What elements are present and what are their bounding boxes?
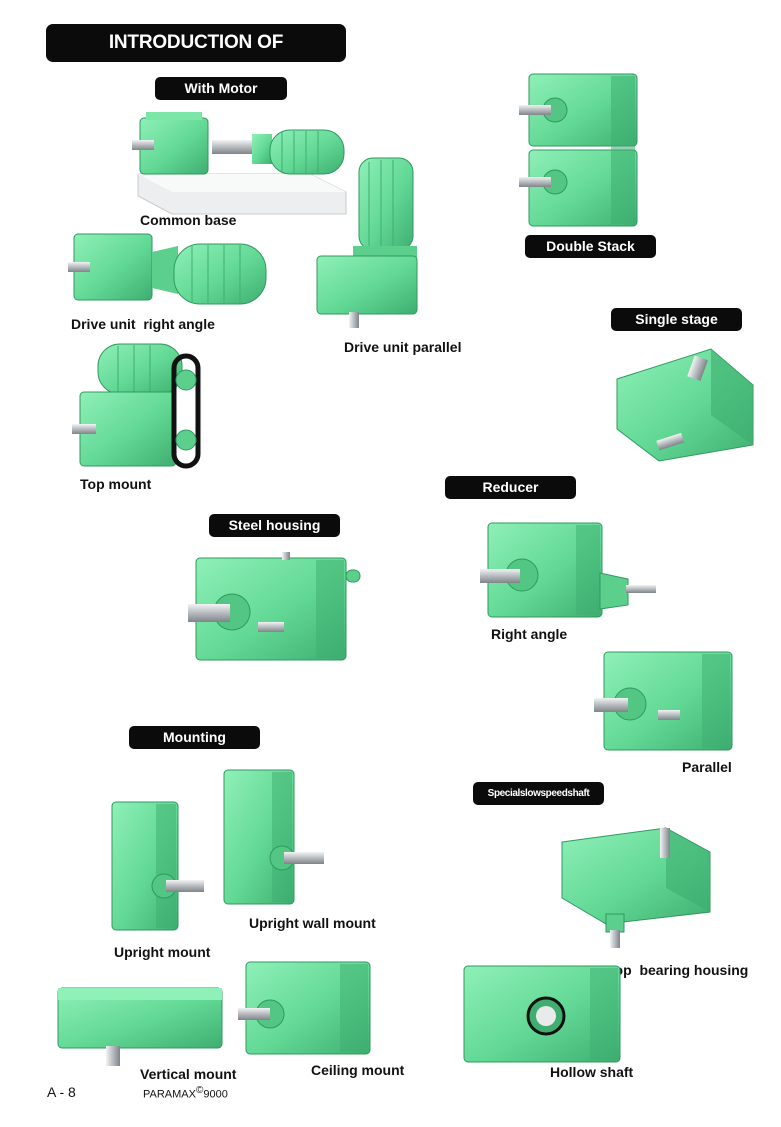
section-label-with-motor: With Motor bbox=[155, 77, 287, 100]
parallel-reducer-illustration bbox=[594, 651, 733, 751]
page-title: INTRODUCTION OF APPLICATION bbox=[46, 24, 346, 91]
caption-right-angle: Right angle bbox=[491, 626, 568, 642]
brand-name: PARAMAX bbox=[143, 1088, 196, 1101]
ceiling-mount-illustration bbox=[238, 961, 371, 1055]
caption-ceiling-mount: Ceiling mount bbox=[311, 1062, 405, 1078]
section-label-reducer: Reducer bbox=[445, 476, 576, 499]
caption-vertical-mount: Vertical mount bbox=[140, 1066, 237, 1082]
section-label-steel-housing: Steel housing bbox=[209, 514, 340, 537]
brand-footer: PARAMAX©9000 bbox=[143, 1085, 228, 1101]
section-label-special-slow-speed-shaft: Specialslowspeedshaft bbox=[473, 782, 604, 805]
vertical-mount-illustration bbox=[57, 987, 223, 1066]
caption-drive-unit-right-angle: Drive unit right angle bbox=[71, 316, 215, 332]
caption-common-base: Common base bbox=[140, 212, 237, 228]
double-stack-illustration bbox=[519, 73, 638, 227]
section-label-single-stage: Single stage bbox=[611, 308, 742, 331]
steel-housing-illustration bbox=[188, 552, 361, 661]
upright-wall-mount-illustration bbox=[223, 769, 324, 905]
single-stage-illustration bbox=[616, 348, 754, 462]
top-mount-illustration bbox=[72, 343, 201, 469]
drive-unit-parallel-illustration bbox=[316, 157, 418, 328]
caption-upright-wall-mount: Upright wall mount bbox=[249, 915, 376, 931]
hollow-shaft-illustration bbox=[463, 965, 621, 1063]
caption-top-mount: Top mount bbox=[80, 476, 152, 492]
caption-hollow-shaft: Hollow shaft bbox=[550, 1064, 634, 1080]
section-label-mounting: Mounting bbox=[129, 726, 260, 749]
caption-drive-unit-parallel: Drive unit parallel bbox=[344, 339, 462, 355]
copyright-mark: © bbox=[195, 1085, 204, 1096]
caption-parallel: Parallel bbox=[682, 759, 732, 775]
drive-unit-right-angle-illustration bbox=[68, 233, 267, 305]
section-label-double-stack: Double Stack bbox=[525, 235, 656, 258]
page-number: A - 8 bbox=[47, 1084, 76, 1100]
right-angle-reducer-illustration bbox=[480, 522, 656, 618]
common-base-illustration bbox=[132, 112, 347, 215]
drop-bearing-housing-illustration bbox=[561, 827, 711, 948]
caption-upright-mount: Upright mount bbox=[114, 944, 211, 960]
brand-model: 9000 bbox=[203, 1088, 228, 1101]
upright-mount-illustration bbox=[111, 801, 204, 931]
